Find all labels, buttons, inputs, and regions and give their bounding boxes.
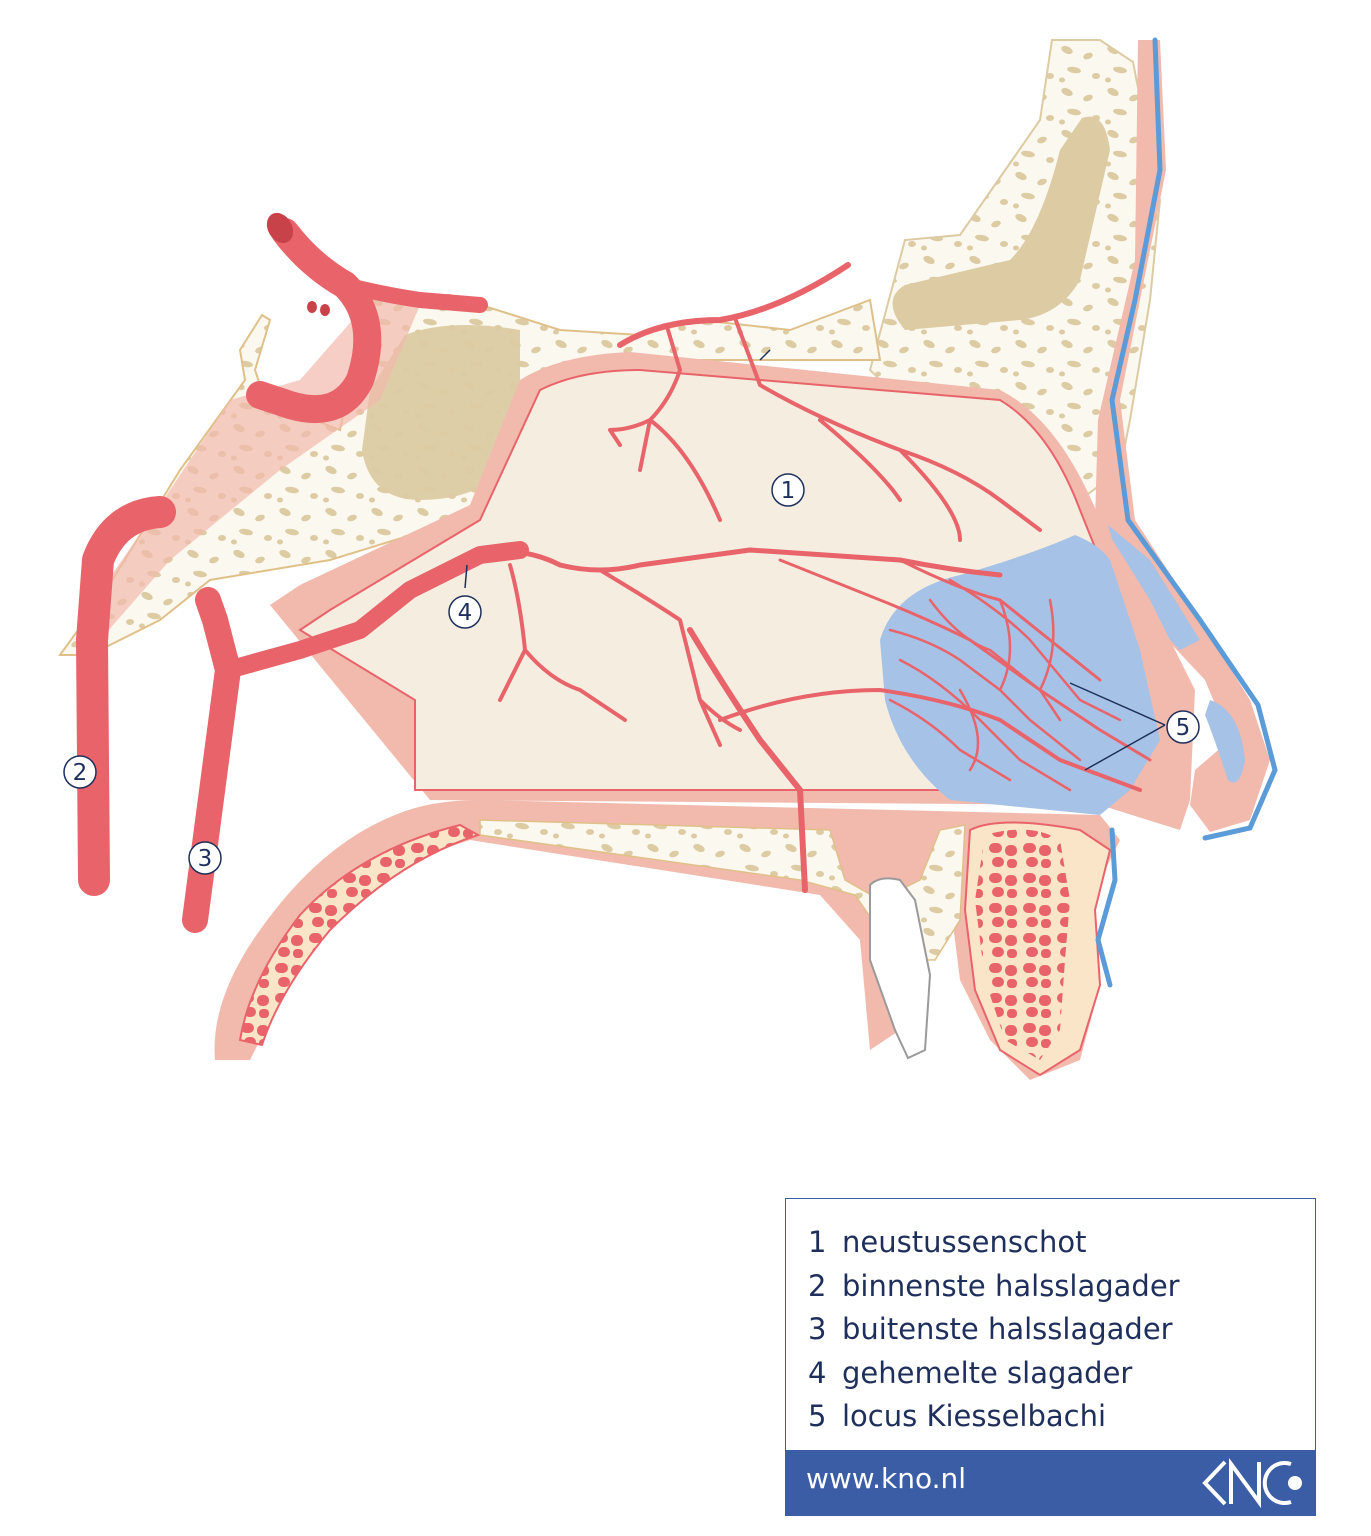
sphenoid-sinus xyxy=(362,325,520,500)
marker-label-5: 5 xyxy=(1176,715,1191,741)
site-url-link[interactable]: www.kno.nl xyxy=(806,1462,967,1495)
skin-line xyxy=(1109,37,1278,841)
legend-item: 4 gehemelte slagader xyxy=(808,1352,1315,1396)
marker-label-3: 3 xyxy=(198,846,213,872)
kno-logo xyxy=(1202,1457,1302,1509)
leader-line-1 xyxy=(759,349,771,361)
legend-box: 1 neustussenschot 2 binnenste halsslagader… xyxy=(785,1198,1316,1516)
marker-1: 1 xyxy=(771,473,805,507)
marker-label-1: 1 xyxy=(781,478,796,504)
legend-item-label: neustussenschot xyxy=(842,1225,1087,1259)
legend-item-label: locus Kiesselbachi xyxy=(842,1399,1107,1433)
legend-item-number: 3 xyxy=(808,1312,827,1346)
incisor-tooth xyxy=(869,877,932,1060)
septal-branch-d xyxy=(718,688,1142,792)
sphenopalatine-artery xyxy=(477,547,1003,578)
septal-branch-c xyxy=(687,627,808,893)
artery-cut-end-small-b xyxy=(320,304,330,316)
legend-item: 3 buitenste halsslagader xyxy=(808,1308,1315,1352)
ethmoidal-artery xyxy=(617,262,851,348)
posterior-ethmoidal-branch xyxy=(608,328,722,522)
marker-2: 2 xyxy=(63,755,97,789)
alar-cartilage xyxy=(1108,525,1200,650)
legend-item: 5 locus Kiesselbachi xyxy=(808,1395,1315,1439)
legend-item-number: 4 xyxy=(808,1355,827,1390)
soft-palate-muscle xyxy=(238,823,481,1047)
posterior-mucosa-band xyxy=(80,300,420,640)
internal-carotid-artery xyxy=(76,496,176,896)
marker-5: 5 xyxy=(1166,710,1200,744)
marker-label-4: 4 xyxy=(458,600,473,626)
artery-cut-end xyxy=(266,212,294,244)
external-carotid-artery xyxy=(182,587,241,933)
nasal-septum-diagram: 1 2 3 4 5 xyxy=(58,37,1278,1080)
legend-item-label: gehemelte slagader xyxy=(842,1355,1133,1390)
legend-item: 1 neustussenschot xyxy=(808,1221,1315,1265)
legend-item-number: 1 xyxy=(808,1225,827,1259)
lip-skin-line xyxy=(1095,827,1118,988)
legend-item-label: buitenste halsslagader xyxy=(842,1312,1173,1346)
frontal-sinus xyxy=(892,116,1110,331)
legend-item-number: 5 xyxy=(808,1399,827,1433)
legend-item: 2 binnenste halsslagader xyxy=(808,1265,1315,1309)
leader-line-5 xyxy=(1069,682,1166,771)
ophthalmic-artery-loop xyxy=(246,218,382,424)
legend-item-label: binnenste halsslagader xyxy=(842,1268,1180,1303)
marker-label-2: 2 xyxy=(73,760,88,786)
arteries xyxy=(76,218,1152,933)
anterior-ethmoidal-branch xyxy=(733,316,1042,542)
marker-3: 3 xyxy=(188,841,222,875)
lip-muscle xyxy=(975,829,1070,1060)
legend-list: 1 neustussenschot 2 binnenste halsslagader… xyxy=(786,1199,1315,1439)
legend-footer-bar: www.kno.nl xyxy=(786,1450,1315,1515)
artery-cut-end-small-a xyxy=(307,301,317,313)
nose-dorsum-skin xyxy=(1095,40,1270,832)
alar-cartilage-lower xyxy=(1205,700,1245,783)
kiesselbach-plexus xyxy=(888,578,1122,792)
ophthalmic-branch xyxy=(337,277,488,313)
marker-4: 4 xyxy=(448,595,482,629)
septal-branch-a xyxy=(498,563,627,722)
leader-line-4 xyxy=(464,564,468,589)
legend-item-number: 2 xyxy=(808,1268,827,1303)
septal-branch-b xyxy=(598,568,742,747)
